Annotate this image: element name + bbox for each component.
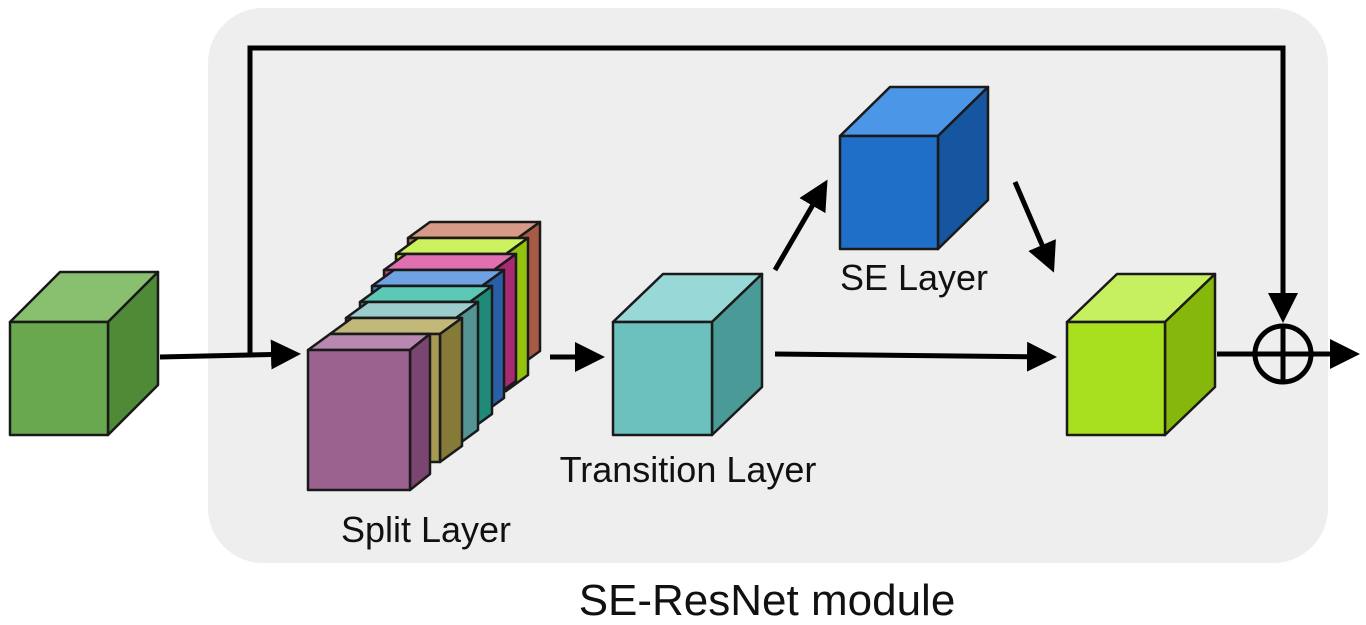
input-to-split-arrow bbox=[159, 339, 301, 370]
se-to-output-arrow bbox=[1012, 181, 1056, 273]
transition-cube bbox=[611, 272, 764, 437]
module-title: SE-ResNet module bbox=[579, 576, 956, 625]
se-cube bbox=[838, 85, 990, 251]
se-layer-label: SE Layer bbox=[840, 257, 988, 298]
transition-to-output-arrow bbox=[774, 341, 1057, 372]
skip-connection-line bbox=[247, 45, 1298, 357]
split-slice bbox=[306, 332, 432, 492]
circled-plus-icon bbox=[1252, 323, 1314, 385]
split-layer-label: Split Layer bbox=[341, 509, 511, 550]
module-background bbox=[208, 8, 1328, 563]
output-cube bbox=[1065, 272, 1217, 437]
input-cube bbox=[8, 270, 160, 437]
transition-layer-label: Transition Layer bbox=[560, 449, 817, 490]
transition-to-se-arrow bbox=[772, 179, 828, 272]
split-layer-stack bbox=[306, 220, 542, 492]
